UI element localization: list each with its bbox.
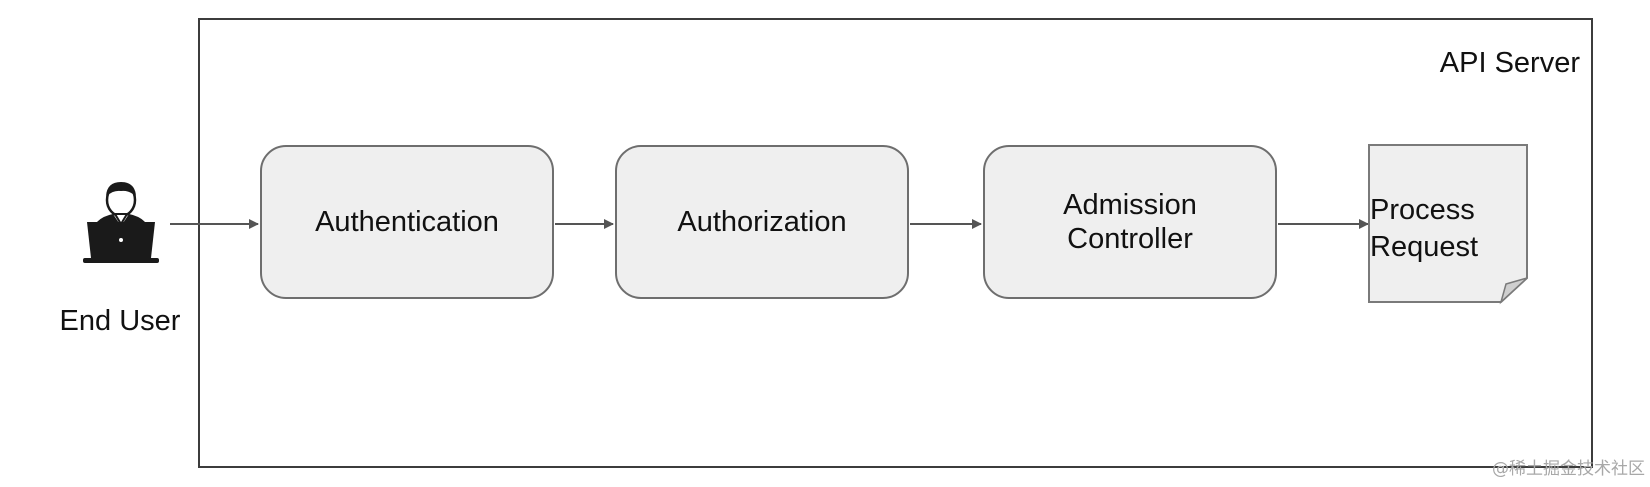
authorization-stage: Authorization bbox=[615, 145, 909, 299]
watermark-text: @稀土掘金技术社区 bbox=[1492, 459, 1645, 479]
admission-controller-label: Admission Controller bbox=[1063, 189, 1197, 255]
end-user-label: End User bbox=[59, 305, 181, 337]
process-request-line2: Request bbox=[1370, 231, 1479, 263]
admission-controller-stage: Admission Controller bbox=[983, 145, 1277, 299]
process-request-label: Process Request bbox=[1370, 192, 1510, 266]
process-request-line1: Process bbox=[1370, 194, 1475, 226]
authentication-stage: Authentication bbox=[260, 145, 554, 299]
api-server-label: API Server bbox=[1439, 47, 1580, 79]
authorization-label: Authorization bbox=[677, 206, 847, 238]
user-laptop-icon bbox=[83, 182, 159, 263]
authentication-label: Authentication bbox=[315, 206, 499, 238]
api-server-frame bbox=[198, 18, 1593, 468]
